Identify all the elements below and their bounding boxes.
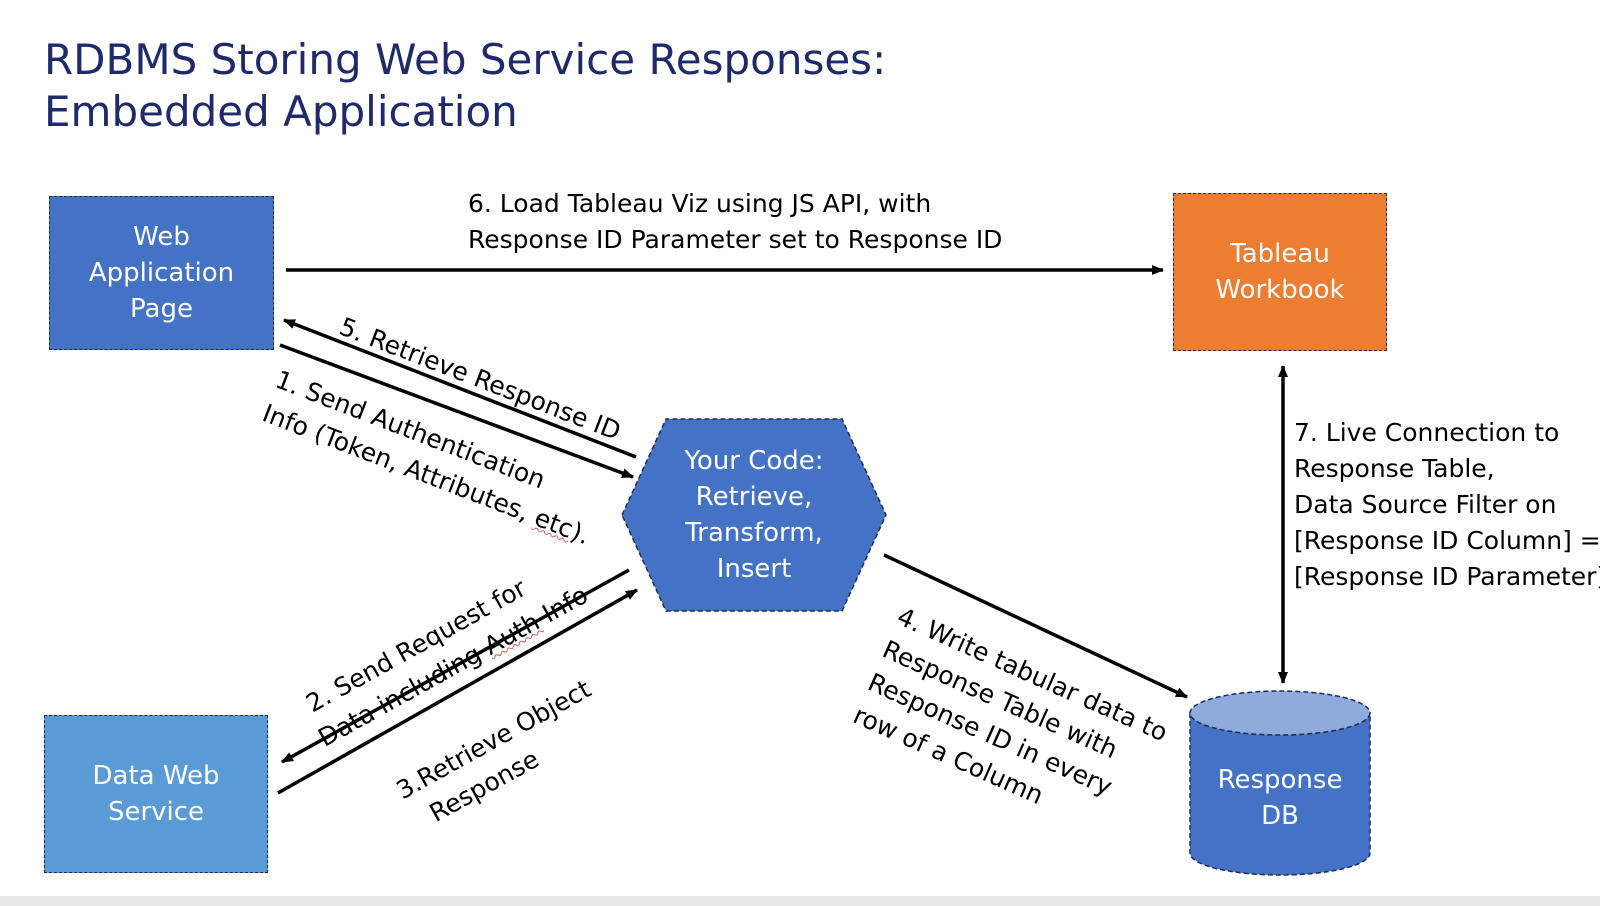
arrow-step2 bbox=[281, 568, 630, 764]
step7-label-line-5: [Response ID Parameter] bbox=[1294, 562, 1600, 591]
step7-label-line-2: Response Table, bbox=[1294, 454, 1495, 483]
your-code-label: Your Code: Retrieve, Transform, Insert bbox=[664, 443, 844, 587]
tableau-workbook-label: Tableau Workbook bbox=[1215, 239, 1345, 305]
arrow-step1 bbox=[279, 343, 634, 479]
arrow-step5 bbox=[283, 318, 637, 459]
response-db-label-line-2: DB bbox=[1261, 801, 1299, 831]
your-code-hexagon bbox=[621, 418, 887, 612]
web-application-page-label: Web Application Page bbox=[88, 222, 235, 324]
your-code-label-line-4: Insert bbox=[716, 554, 792, 584]
step6-label-line-1: 6. Load Tableau Viz using JS API, with bbox=[468, 189, 932, 218]
step7-label-line-4: [Response ID Column] = bbox=[1294, 526, 1600, 555]
response-db-label: Response DB bbox=[1190, 762, 1370, 834]
step6-label-line-2: Response ID Parameter set to Response ID bbox=[468, 225, 1003, 254]
your-code-label-line-2: Retrieve, bbox=[695, 482, 813, 512]
step7-label: 7. Live Connection to Response Table, Da… bbox=[1294, 415, 1600, 595]
step7-label-line-3: Data Source Filter on bbox=[1294, 490, 1557, 519]
response-db-label-line-1: Response bbox=[1217, 765, 1343, 795]
tableau-workbook-box: Tableau Workbook bbox=[1173, 193, 1387, 351]
slide-title-line-1: RDBMS Storing Web Service Responses: bbox=[44, 35, 887, 84]
slide-title-line-2: Embedded Application bbox=[44, 87, 518, 136]
web-application-page-box: Web Application Page bbox=[49, 196, 274, 350]
bottom-bar bbox=[0, 896, 1600, 906]
response-db-cylinder bbox=[1189, 690, 1371, 876]
step7-label-line-1: 7. Live Connection to bbox=[1294, 418, 1560, 447]
data-web-service-box: Data Web Service bbox=[44, 715, 268, 873]
slide-title: RDBMS Storing Web Service Responses: Emb… bbox=[44, 34, 1144, 138]
data-web-service-label: Data Web Service bbox=[92, 761, 220, 827]
your-code-label-line-3: Transform, bbox=[685, 518, 823, 548]
step6-label: 6. Load Tableau Viz using JS API, with R… bbox=[468, 186, 1002, 258]
your-code-label-line-1: Your Code: bbox=[684, 446, 824, 476]
arrow-step4 bbox=[883, 553, 1188, 699]
arrow-step3 bbox=[277, 588, 638, 795]
